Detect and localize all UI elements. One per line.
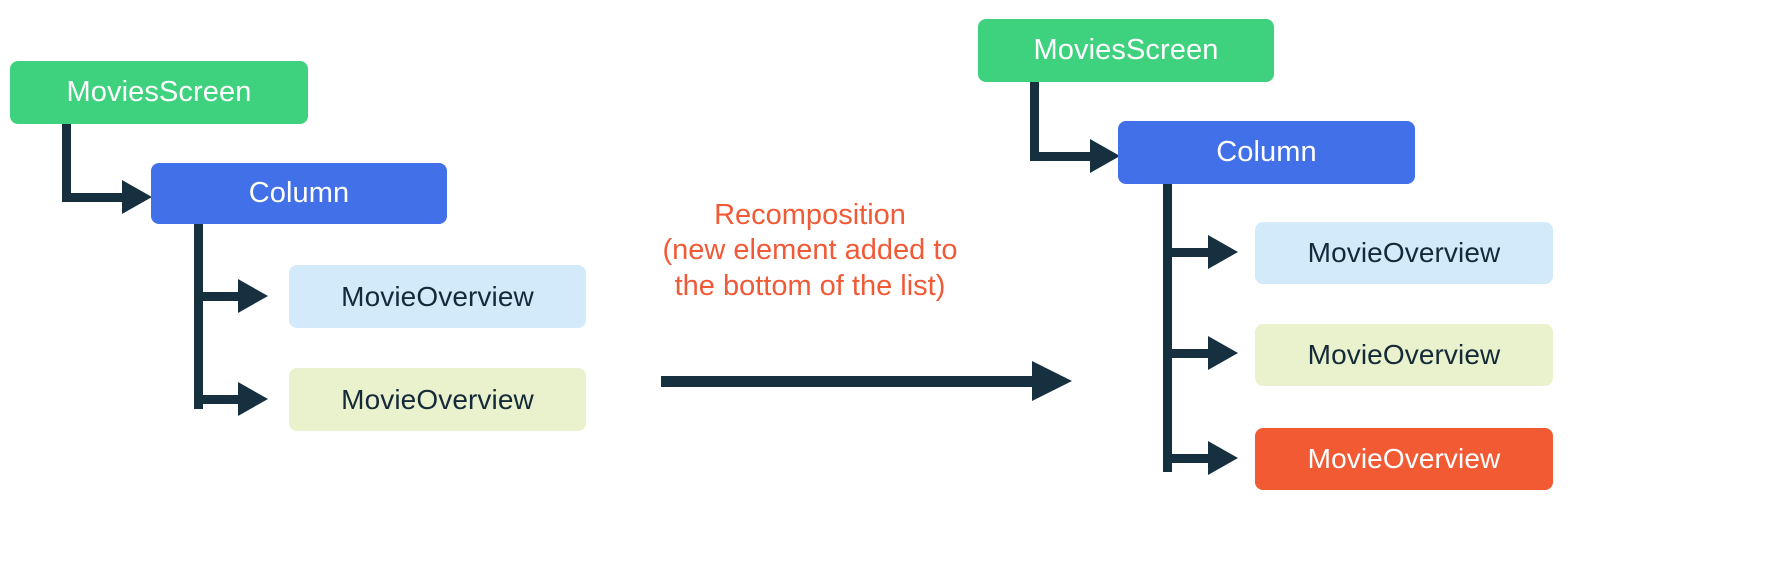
before-root-elbow-horizontal (62, 193, 130, 202)
after-root-label: MoviesScreen (1033, 34, 1219, 66)
before-child2-arrowhead (238, 382, 268, 416)
before-container-label: Column (248, 177, 350, 209)
transition-arrow-shaft (661, 376, 1036, 387)
after-root-arrowhead (1090, 139, 1120, 173)
after-child2-arrowhead (1208, 336, 1238, 370)
before-container-trunk (194, 224, 203, 409)
after-child-label-1: MovieOverview (1307, 237, 1501, 268)
transition-note-line-1: Recomposition (714, 199, 906, 231)
after-container-node[interactable]: Column (1118, 121, 1415, 184)
before-child2-branch (194, 395, 246, 404)
after-container-label: Column (1216, 136, 1317, 168)
after-container-trunk (1163, 184, 1172, 472)
before-container-node[interactable]: Column (151, 163, 447, 224)
after-root-node[interactable]: MoviesScreen (978, 19, 1274, 82)
after-child3-arrowhead (1208, 441, 1238, 475)
transition-note: Recomposition (new element added to the … (630, 198, 990, 304)
after-child-node-2[interactable]: MovieOverview (1255, 324, 1553, 386)
before-child-node-2[interactable]: MovieOverview (289, 368, 586, 431)
after-child2-branch (1163, 349, 1217, 358)
after-root-elbow-vertical (1030, 82, 1039, 161)
before-root-node[interactable]: MoviesScreen (10, 61, 308, 124)
before-child1-arrowhead (238, 279, 268, 313)
transition-arrowhead (1032, 361, 1072, 401)
before-child1-branch (194, 292, 246, 301)
after-child1-branch (1163, 248, 1217, 257)
after-child-label-2: MovieOverview (1307, 339, 1501, 370)
after-root-elbow-horizontal (1030, 152, 1098, 161)
after-child1-arrowhead (1208, 235, 1238, 269)
before-root-elbow-vertical (62, 124, 71, 202)
after-child3-branch (1163, 454, 1217, 463)
before-child-label-2: MovieOverview (341, 383, 534, 415)
before-root-label: MoviesScreen (66, 76, 252, 108)
after-child-node-3[interactable]: MovieOverview (1255, 428, 1553, 490)
before-root-arrowhead (122, 180, 152, 214)
transition-note-line-2: (new element added to (662, 234, 958, 267)
transition-note-line-3: the bottom of the list) (674, 269, 946, 302)
before-child-label-1: MovieOverview (341, 280, 534, 312)
after-child-label-3: MovieOverview (1307, 443, 1501, 474)
after-child-node-1[interactable]: MovieOverview (1255, 222, 1553, 284)
before-child-node-1[interactable]: MovieOverview (289, 265, 586, 328)
